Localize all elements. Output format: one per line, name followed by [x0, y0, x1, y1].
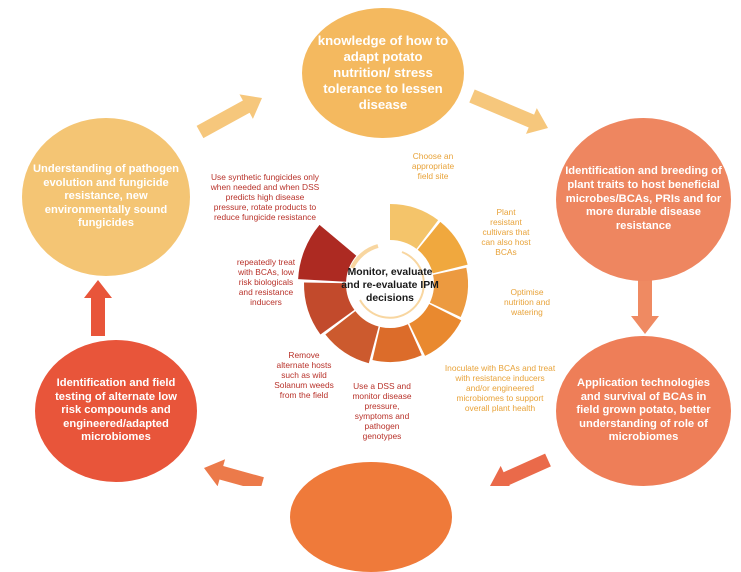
segment-label-synthetic-fungicides: Use synthetic fungicides only when neede…: [210, 172, 320, 223]
segment-nutrition: [429, 267, 468, 317]
segment-repeated-treatment: [304, 282, 355, 335]
node-right-bottom-label: Application technologies and survival of…: [576, 376, 711, 444]
segment-label-field-site: Choose an appropriate field site: [411, 151, 455, 182]
segment-label-alternate-hosts: Remove alternate hosts such as wild Sola…: [274, 350, 334, 401]
center-swirl: [350, 244, 379, 269]
segment-resistant-cultivars: [417, 221, 468, 274]
segment-inoculate: [409, 303, 462, 356]
segment-label-resistant-cultivars: Plant resistant cultivars that can also …: [481, 207, 531, 258]
center-disc: [347, 241, 433, 327]
segment-synthetic-fungicides: [298, 224, 357, 282]
segment-label-inoculate: Inoculate with BCAs and treat with resis…: [444, 363, 556, 414]
node-left-bottom-label: Identification and field testing of alte…: [55, 376, 177, 444]
ipm-wheel-segments: [298, 204, 468, 364]
segment-label-dss: Use a DSS and monitor disease pressure, …: [352, 381, 412, 442]
node-left-top-label: Understanding of pathogen evolution and …: [32, 162, 180, 230]
center-swirl-inner: [359, 251, 425, 319]
node-top: knowledge of how to adapt potato nutriti…: [302, 8, 464, 138]
arrow-top-to-right-top: [469, 89, 548, 134]
ipm-cycle-diagram: knowledge of how to adapt potato nutriti…: [22, 8, 731, 572]
segment-dss: [372, 324, 422, 362]
node-right-bottom: Application technologies and survival of…: [556, 336, 731, 486]
arrow-bottom-to-left-bottom: [204, 459, 264, 486]
node-top-label: knowledge of how to adapt potato nutriti…: [317, 32, 449, 113]
segment-alternate-hosts: [325, 311, 379, 364]
arrow-right-bottom-to-bottom: [490, 453, 551, 486]
center-label: Monitor, evaluate and re-evaluate IPM de…: [341, 267, 439, 304]
arrow-left-bottom-to-left-top: [84, 280, 112, 336]
node-left-bottom: Identification and field testing of alte…: [35, 340, 197, 482]
segment-label-repeated-treatment: repeatedly treat with BCAs, low risk bio…: [236, 257, 296, 308]
node-left-top: Understanding of pathogen evolution and …: [22, 118, 190, 276]
node-right-top: Identification and breeding of plant tra…: [556, 118, 731, 281]
node-bottom: [290, 462, 452, 572]
segment-label-nutrition: Optimise nutrition and watering: [503, 287, 551, 318]
ipm-wheel: [84, 89, 659, 486]
segment-field-site: [390, 204, 439, 249]
arrow-right-top-to-right-bottom: [631, 278, 659, 334]
arrow-left-top-to-top: [196, 94, 262, 139]
cycle-arrows: [84, 89, 659, 486]
node-right-top-label: Identification and breeding of plant tra…: [565, 165, 722, 232]
